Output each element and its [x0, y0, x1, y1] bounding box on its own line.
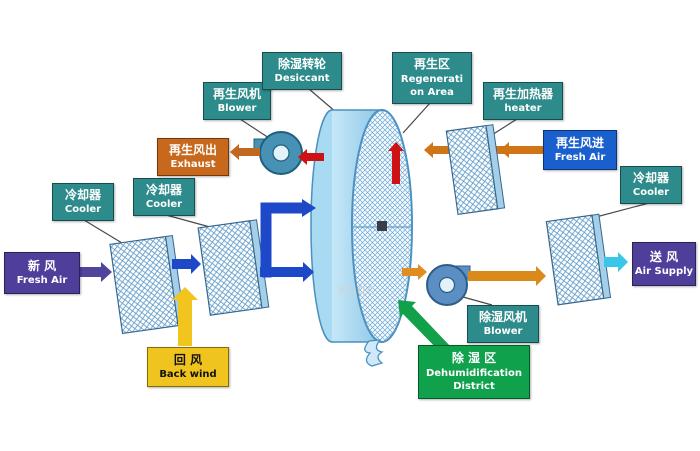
label-line-en: Air Supply: [634, 266, 694, 278]
regen-zone-up-arrow: [388, 142, 404, 184]
regen-blower-fan: [253, 131, 303, 175]
label-line-zh: 再生区: [413, 57, 450, 72]
label-line-zh: 再生风机: [212, 86, 261, 101]
label-regen-area: 再生区 Regenerati on Area: [392, 52, 472, 104]
return-air-arrow: [172, 287, 198, 346]
label-line-zh: 再生风出: [168, 142, 217, 157]
exhaust-air-arrow: [230, 144, 260, 160]
process-air-elbow-arrowhead: [302, 199, 316, 217]
label-line-en: Blower: [483, 326, 523, 338]
label-line-en2: on Area: [410, 86, 454, 98]
label-line-en: Exhaust: [170, 159, 216, 171]
label-cooler-3: 冷却器 Cooler: [620, 166, 682, 204]
label-regen-fresh-air: 再生风进 Fresh Air: [543, 130, 617, 170]
connector-lines: [83, 88, 650, 306]
label-line-en: Cooler: [632, 187, 670, 199]
wheel-ribbon-tag: [364, 339, 384, 367]
label-line-en: Dehumidification: [425, 367, 523, 379]
label-back-wind: 回 风 Back wind: [147, 347, 229, 387]
label-line-en: Back wind: [159, 369, 217, 381]
process-air-arrow-1: [172, 254, 201, 274]
heater-panel: [445, 124, 506, 216]
cooler-panel-2: [197, 219, 270, 316]
label-regen-blower: 再生风机 Blower: [203, 82, 271, 120]
label-line-zh: 新 风: [27, 258, 57, 273]
wheel-axle: [377, 221, 387, 231]
label-line-zh: 除湿风机: [478, 309, 527, 324]
label-line-en: Regenerati: [400, 73, 464, 85]
air-supply-arrow: [604, 252, 628, 272]
label-regen-heater: 再生加热器 heater: [483, 82, 563, 120]
label-line-zh: 冷却器: [632, 170, 669, 185]
regen-outlet-arrow: [298, 149, 324, 165]
regen-inlet-arrowhead: [500, 142, 509, 158]
label-fresh-air-inlet: 新 风 Fresh Air: [4, 252, 80, 294]
cooler-panel-3: [545, 213, 612, 306]
process-air-arrow-2: [260, 262, 314, 282]
watermark-text: xtjqc: [338, 283, 375, 298]
label-line-en: Cooler: [145, 199, 183, 211]
label-air-supply: 送 风 Air Supply: [632, 242, 696, 286]
label-cooler-1: 冷却器 Cooler: [52, 183, 114, 221]
label-line-zh: 除湿转轮: [277, 56, 326, 71]
label-line-zh: 除 湿 区: [451, 351, 497, 366]
label-cooler-2: 冷却器 Cooler: [133, 178, 195, 216]
label-line-en: Cooler: [64, 204, 102, 216]
label-line-en: Desiccant: [274, 73, 330, 85]
cooler-panel-1: [109, 235, 186, 335]
wheel-to-blower-arrow: [402, 264, 427, 280]
label-desiccant-wheel: 除湿转轮 Desiccant: [262, 52, 342, 90]
blower-to-cooler-arrow: [468, 266, 546, 286]
label-exhaust: 再生风出 Exhaust: [157, 138, 229, 176]
label-line-zh: 冷却器: [64, 187, 101, 202]
label-line-zh: 再生加热器: [492, 86, 553, 101]
label-line-zh: 送 风: [649, 249, 679, 264]
label-dehumid-district: 除 湿 区 Dehumidification District: [418, 345, 530, 399]
label-line-zh: 冷却器: [145, 182, 182, 197]
label-line-zh: 再生风进: [555, 135, 604, 150]
fresh-air-arrow: [80, 262, 112, 282]
dehumid-blower-fan: [426, 264, 471, 306]
label-line-zh: 回 风: [173, 352, 203, 367]
label-line-en: heater: [504, 103, 542, 115]
label-dehumid-blower: 除湿风机 Blower: [467, 305, 539, 343]
dehumid-district-arrow: [398, 300, 450, 354]
process-air-elbow-arrow: [260, 202, 302, 278]
label-line-en: Fresh Air: [554, 152, 606, 164]
label-line-en2: District: [453, 380, 495, 392]
label-line-en: Blower: [217, 103, 257, 115]
label-line-en: Fresh Air: [16, 275, 68, 287]
